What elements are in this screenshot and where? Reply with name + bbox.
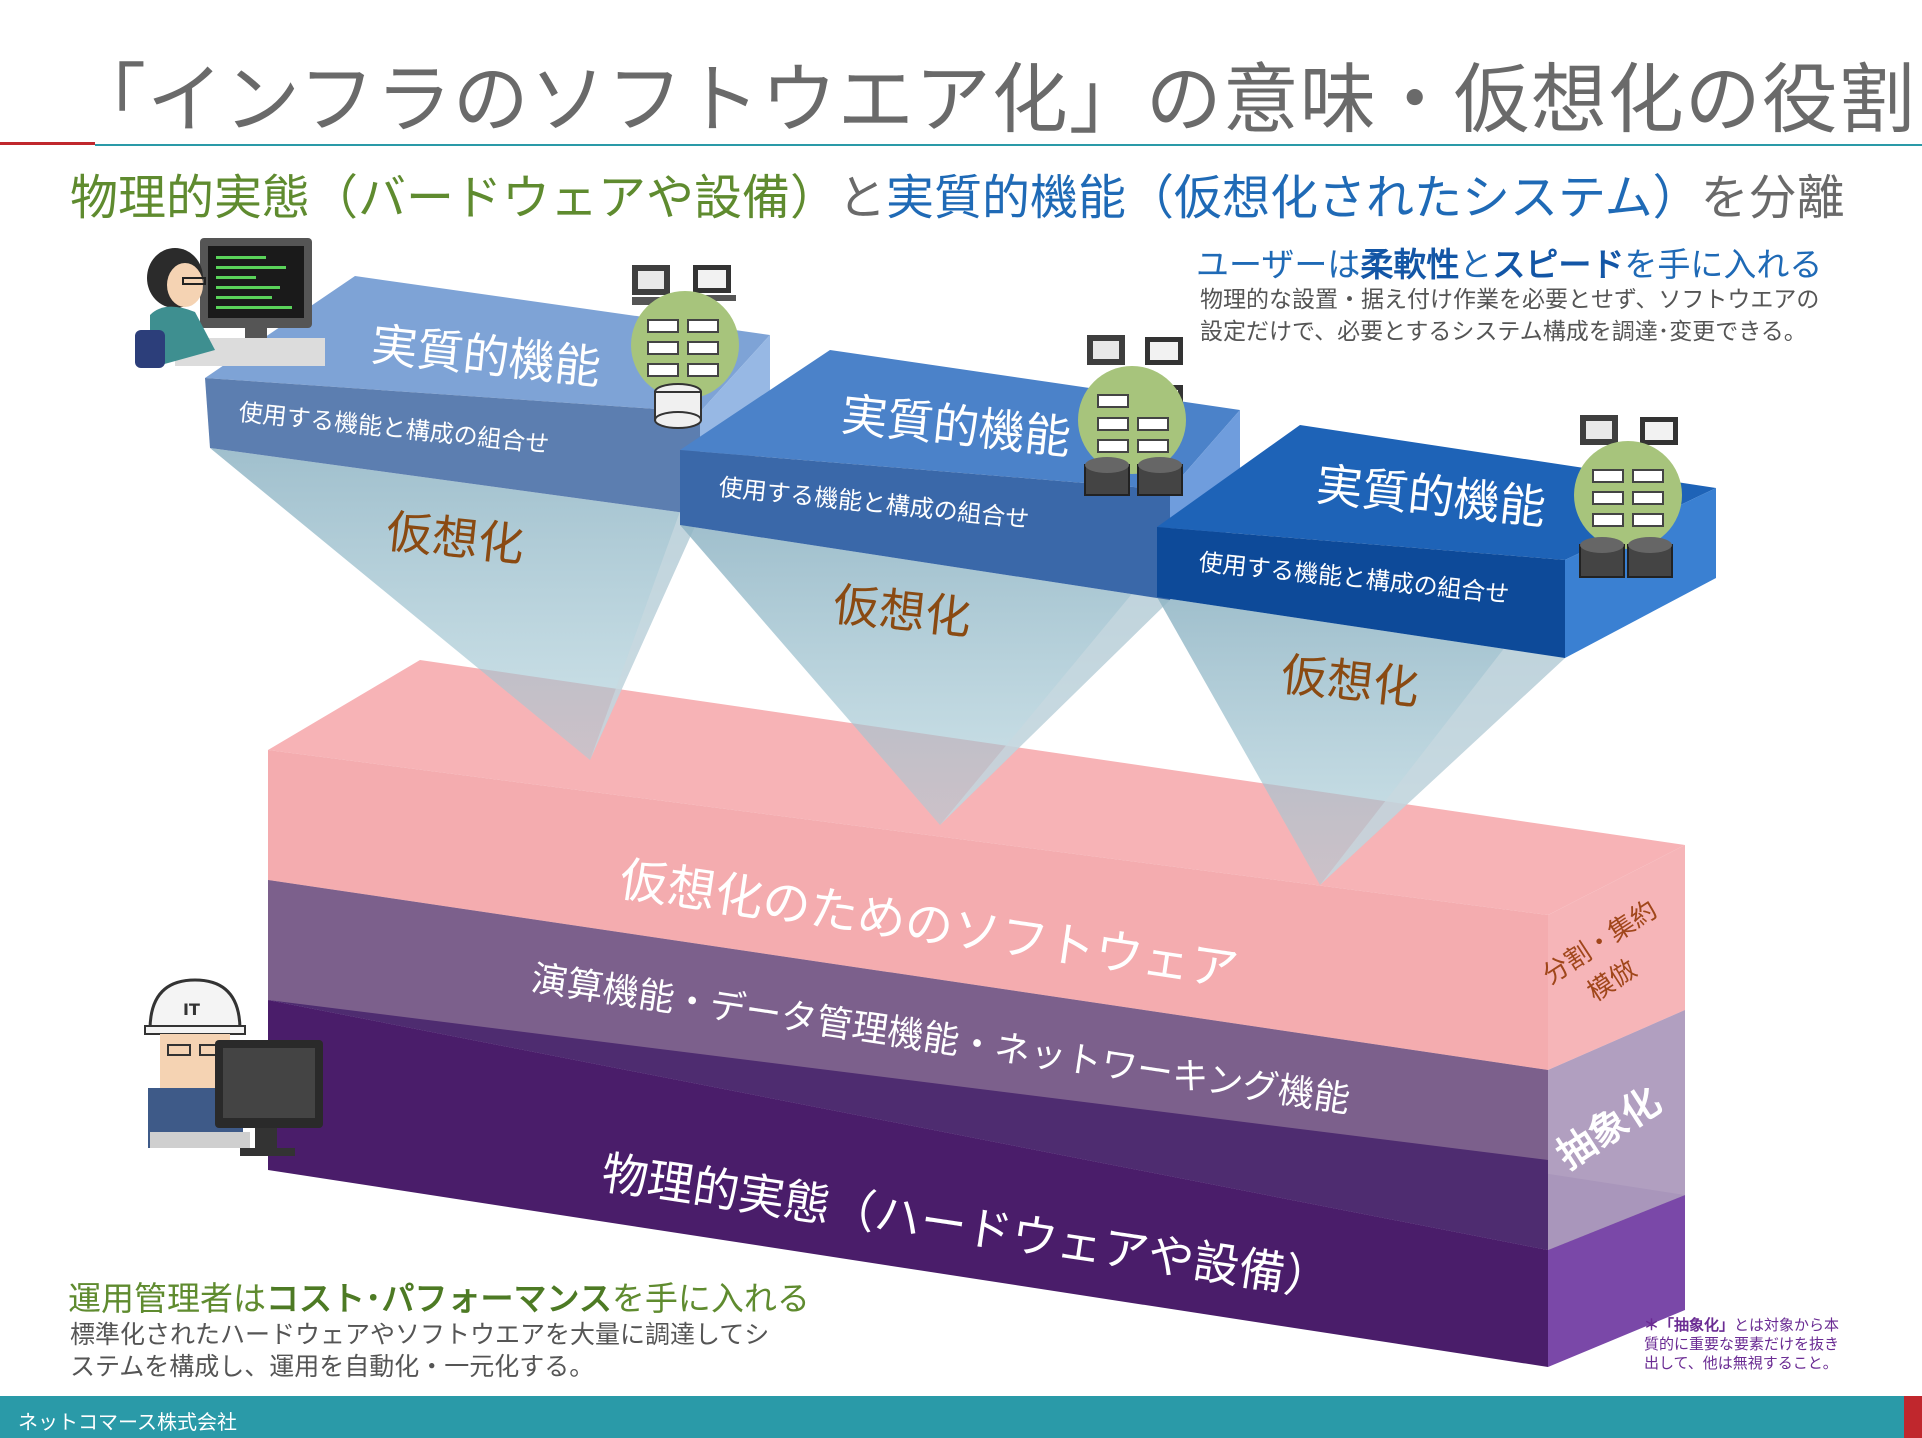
footer-red-accent bbox=[1904, 1396, 1922, 1438]
admin-benefit-prefix: 運用管理者は bbox=[68, 1279, 266, 1318]
function-block-1 bbox=[205, 276, 770, 515]
title-underline-teal bbox=[95, 144, 1922, 146]
server-cluster-icon-3 bbox=[1574, 415, 1682, 578]
footnote-line-1: とは対象から本 bbox=[1734, 1316, 1840, 1334]
admin-benefit-line-1: 標準化されたハードウェアやソフトウエアを大量に調達してシ bbox=[70, 1320, 770, 1349]
admin-benefit-suffix: を手に入れる bbox=[611, 1279, 810, 1318]
admin-benefit-line-2: ステムを構成し、運用を自動化・一元化する。 bbox=[70, 1352, 595, 1381]
footnote-line-2: 質的に重要な要素だけを抜き bbox=[1644, 1335, 1840, 1353]
user-benefit-line-2: 設定だけで、必要とするシステム構成を調達･変更できる。 bbox=[1200, 319, 1807, 345]
subtitle: 物理的実態（バードウェアや設備）と実質的機能（仮想化されたシステム）を分離 bbox=[70, 158, 1845, 228]
subtitle-physical: 物理的実態（バードウェアや設備） bbox=[70, 170, 839, 226]
footnote-mark: ＊ bbox=[1644, 1316, 1660, 1334]
user-benefit-suffix: を手に入れる bbox=[1624, 245, 1823, 284]
user-benefit-flexibility: 柔軟性 bbox=[1360, 245, 1460, 284]
page-title: 「インフラのソフトウエア化」の意味・仮想化の役割 bbox=[70, 55, 1916, 144]
user-benefit-prefix: ユーザーは bbox=[1196, 245, 1361, 284]
user-benefit-heading: ユーザーは柔軟性とスピードを手に入れる bbox=[1196, 238, 1822, 286]
funnel-2 bbox=[680, 525, 1170, 825]
user-benefit-speed: スピード bbox=[1492, 245, 1625, 284]
admin-benefit-heading: 運用管理者はコスト･パフォーマンスを手に入れる bbox=[68, 1272, 810, 1320]
user-benefit-and: と bbox=[1459, 245, 1493, 284]
funnel-1 bbox=[210, 448, 700, 760]
subtitle-and: と bbox=[838, 170, 887, 226]
subtitle-virtual: 実質的機能（仮想化されたシステム） bbox=[886, 170, 1701, 226]
svg-text:IT: IT bbox=[183, 1000, 200, 1019]
footer-bar bbox=[0, 1396, 1922, 1438]
user-benefit-line-1: 物理的な設置・据え付け作業を必要とせず、ソフトウエアの bbox=[1200, 287, 1820, 313]
server-cluster-icon-2 bbox=[1078, 335, 1186, 496]
footnote-line-3: 出して、他は無視すること。 bbox=[1644, 1354, 1838, 1372]
subtitle-separate: を分離 bbox=[1700, 170, 1845, 226]
admin-benefit-cost-performance: コスト･パフォーマンス bbox=[266, 1279, 612, 1318]
footer-company-name: ネットコマース株式会社 bbox=[18, 1410, 237, 1434]
it-engineer-with-helmet-icon: IT bbox=[144, 978, 323, 1156]
person-at-computer-icon bbox=[135, 238, 325, 368]
title-underline-red bbox=[0, 142, 95, 145]
abstraction-footnote: ＊「抽象化」とは対象から本 質的に重要な要素だけを抜き 出して、他は無視すること… bbox=[1644, 1316, 1839, 1373]
footnote-term: 「抽象化」 bbox=[1659, 1316, 1735, 1334]
server-cluster-icon-1 bbox=[631, 265, 739, 429]
